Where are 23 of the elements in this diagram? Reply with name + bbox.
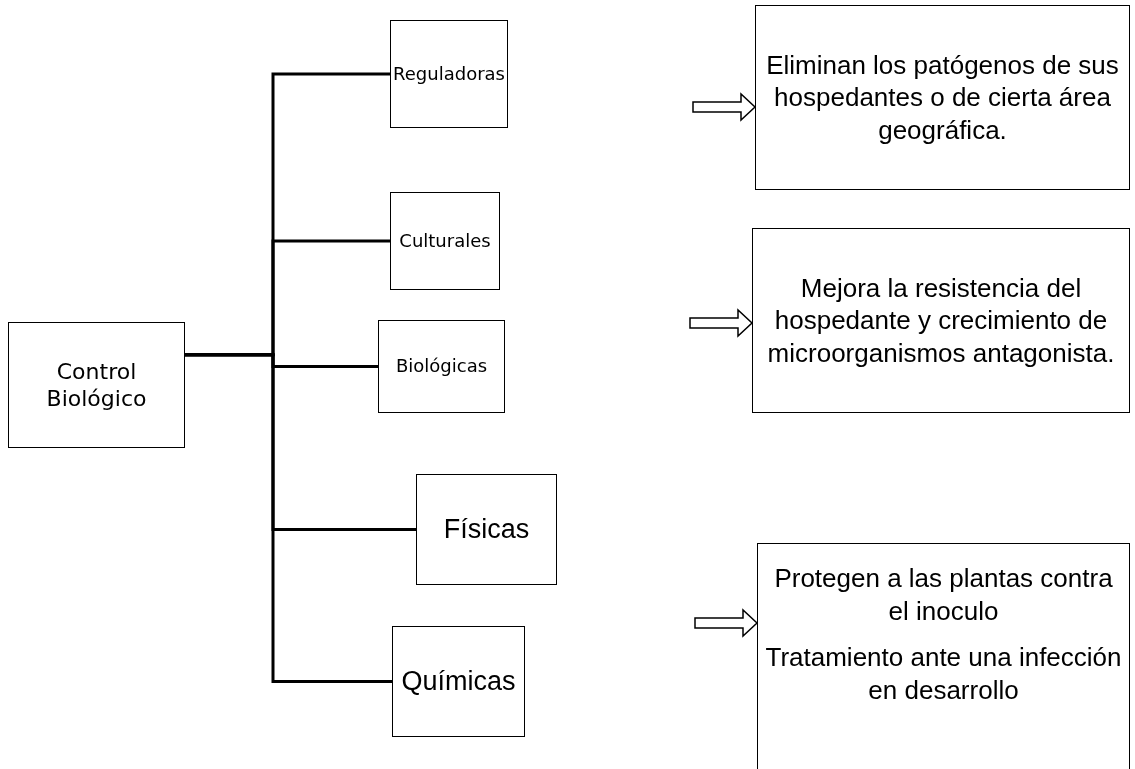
node-text: Control Biológico xyxy=(45,357,148,413)
category-box xyxy=(392,626,525,737)
category-box xyxy=(378,320,505,413)
category-box xyxy=(390,20,508,128)
node-text: Químicas xyxy=(401,664,516,698)
root-box xyxy=(8,322,185,448)
description-box xyxy=(752,228,1130,413)
node-text: Eliminan los patógenos de sus hospedantes o de cierta área geográfica. xyxy=(765,48,1120,147)
node-text: Físicas xyxy=(443,512,530,546)
category-box xyxy=(416,474,557,585)
node-text: Mejora la resistencia del hospedante y crecimiento de microorganismos antagonista. xyxy=(766,271,1116,370)
node-text: Reguladoras xyxy=(393,62,505,86)
block-arrow xyxy=(689,308,754,338)
block-arrow xyxy=(694,608,759,638)
connector-line xyxy=(185,353,392,683)
description-box xyxy=(755,5,1130,190)
block-arrow xyxy=(692,92,757,122)
node-text: Biológicas xyxy=(395,355,488,378)
category-box xyxy=(390,192,500,290)
description-box xyxy=(757,543,1130,769)
node-text: Culturales xyxy=(399,229,491,253)
node-text: Tratamiento ante una infección en desarrollo xyxy=(764,641,1123,706)
node-text: Protegen a las plantas contra el inoculo xyxy=(773,562,1114,627)
